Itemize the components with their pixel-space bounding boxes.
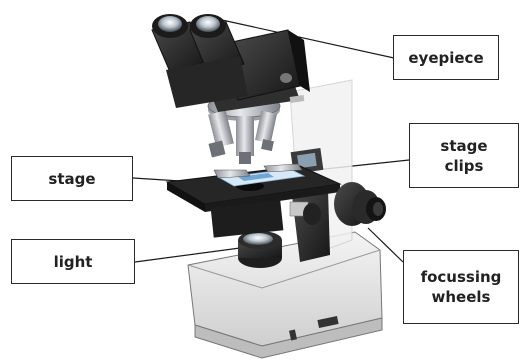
eyepiece-label: eyepiece [393, 35, 499, 80]
eyepiece-tubes [152, 14, 248, 108]
focussing-wheels-label-line-2: wheels [432, 287, 491, 307]
stage-label-text: stage [48, 169, 95, 189]
light-source [238, 231, 282, 268]
stage-clips-label-line-2: clips [445, 156, 484, 176]
focussing-wheels-label: focussing wheels [403, 250, 519, 324]
eyepiece-label-text: eyepiece [408, 48, 483, 68]
stage-clips-label: stage clips [409, 123, 519, 188]
light-label: light [11, 239, 135, 284]
focussing-wheels-label-line-1: focussing [421, 267, 502, 287]
stage-clips-label-line-1: stage [440, 136, 487, 156]
light-label-text: light [54, 252, 93, 272]
stage-label: stage [11, 156, 133, 201]
